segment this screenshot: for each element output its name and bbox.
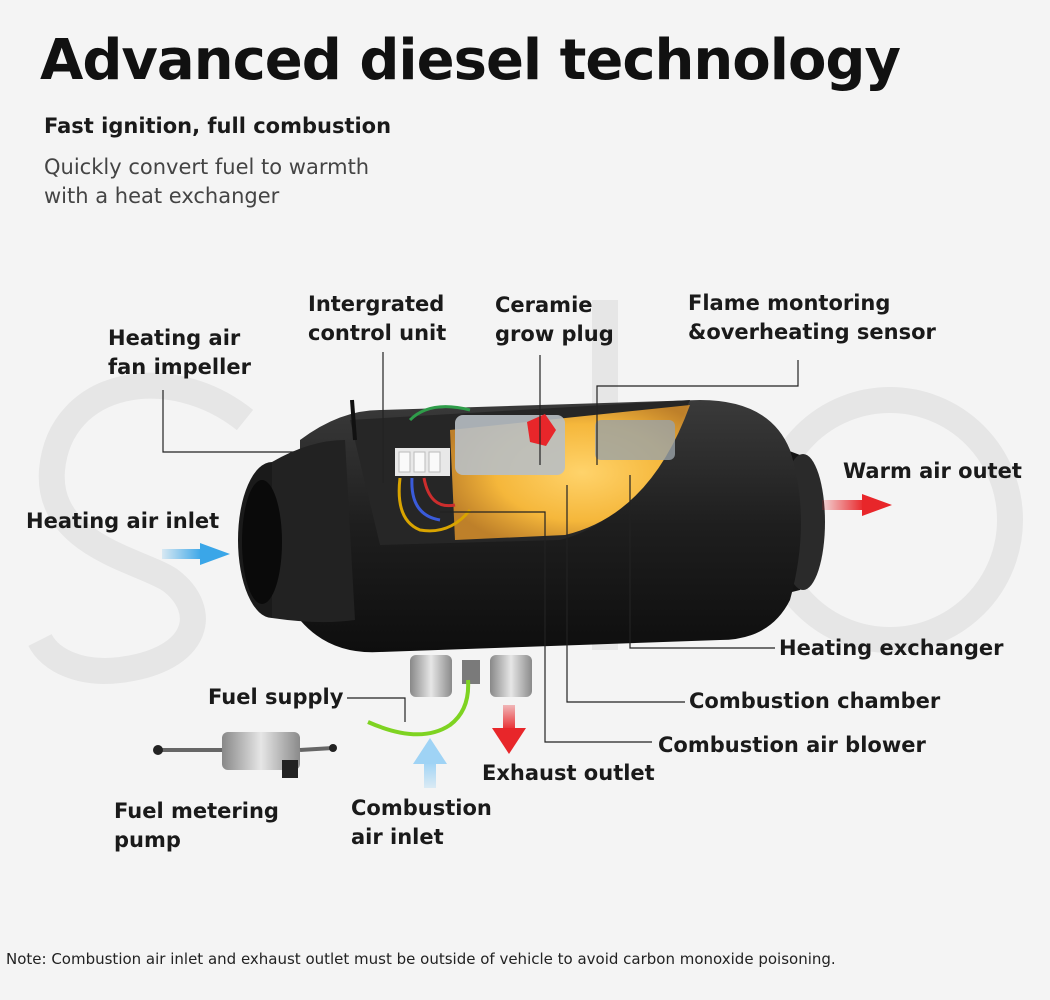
- label-exhaust-outlet: Exhaust outlet: [482, 761, 655, 785]
- label-fan-impeller-line2: fan impeller: [108, 355, 251, 379]
- label-fan-impeller-line1: Heating air: [108, 326, 241, 350]
- label-fuel-metering-pump-line1: Fuel metering: [114, 799, 279, 823]
- leader-fuel-supply: [347, 697, 406, 722]
- exhaust-outlet-arrow: [492, 705, 526, 754]
- label-combustion-air-inlet: Combustion air inlet: [351, 794, 492, 852]
- description-line-2: with a heat exchanger: [44, 184, 280, 208]
- label-fan-impeller: Heating air fan impeller: [108, 324, 251, 382]
- fuel-metering-pump-image: [153, 732, 337, 778]
- heater-body: [238, 399, 825, 697]
- leader-combustion-chamber: [566, 485, 685, 703]
- combustion-air-inlet-arrow: [413, 738, 447, 788]
- label-heat-exchanger: Heating exchanger: [779, 636, 1004, 660]
- label-heating-air-inlet: Heating air inlet: [26, 509, 220, 533]
- description-line-1: Quickly convert fuel to warmth: [44, 155, 370, 179]
- fuel-line: [367, 679, 471, 737]
- label-warm-air-outlet: Warm air outet: [843, 459, 1022, 483]
- label-glow-plug-line2: grow plug: [495, 322, 614, 346]
- leader-fan-impeller: [162, 390, 322, 453]
- label-combustion-air-inlet-line1: Combustion: [351, 796, 492, 820]
- label-flame-sensor-line2: &overheating sensor: [688, 320, 936, 344]
- leader-lines: [162, 352, 799, 743]
- leader-heat-exchanger: [629, 475, 775, 649]
- label-combustion-chamber: Combustion chamber: [689, 689, 941, 713]
- leader-flame-sensor: [596, 360, 799, 465]
- label-glow-plug-line1: Ceramie: [495, 293, 593, 317]
- leader-air-blower: [440, 511, 652, 743]
- page-subtitle: Fast ignition, full combustion: [44, 114, 392, 138]
- label-fuel-metering-pump-line2: pump: [114, 828, 181, 852]
- warm-air-outlet-arrow: [822, 494, 892, 516]
- footer-note: Note: Combustion air inlet and exhaust o…: [6, 950, 836, 968]
- label-control-unit-line2: control unit: [308, 321, 447, 345]
- page-description: Quickly convert fuel to warmth with a he…: [44, 153, 369, 211]
- label-flame-sensor-line1: Flame montoring: [688, 291, 891, 315]
- label-flame-sensor: Flame montoring &overheating sensor: [688, 289, 936, 347]
- label-glow-plug: Ceramie grow plug: [495, 291, 614, 349]
- label-fuel-supply: Fuel supply: [208, 685, 344, 709]
- page-title: Advanced diesel technology: [40, 28, 901, 93]
- label-control-unit: Intergrated control unit: [308, 290, 446, 348]
- heating-air-inlet-arrow: [162, 543, 230, 565]
- label-combustion-air-inlet-line2: air inlet: [351, 825, 444, 849]
- label-control-unit-line1: Intergrated: [308, 292, 445, 316]
- label-fuel-metering-pump: Fuel metering pump: [114, 797, 279, 855]
- label-combustion-air-blower: Combustion air blower: [658, 733, 926, 757]
